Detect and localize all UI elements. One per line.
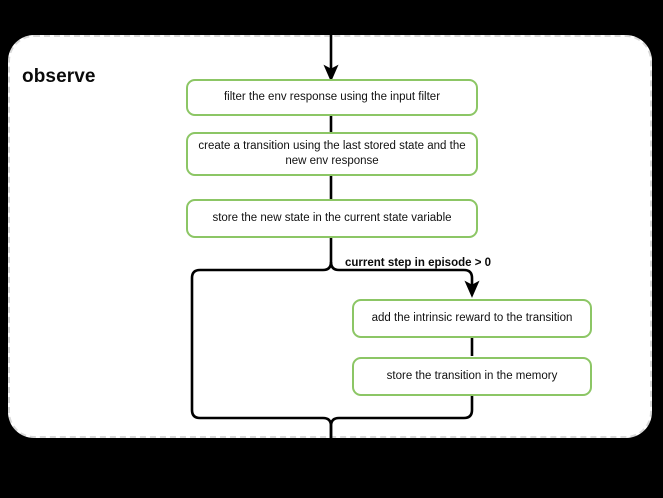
node-add-intrinsic-reward[interactable]: add the intrinsic reward to the transiti…: [352, 299, 592, 338]
node-label: filter the env response using the input …: [223, 90, 441, 103]
edge-label-current-step-condition: current step in episode > 0: [345, 257, 492, 269]
node-store-transition-memory[interactable]: store the transition in the memory: [352, 357, 592, 396]
node-store-new-state[interactable]: store the new state in the current state…: [186, 199, 478, 238]
node-create-transition[interactable]: create a transition using the last store…: [186, 132, 478, 176]
node-label: store the transition in the memory: [386, 369, 558, 382]
node-label: create a transition using the last store…: [198, 139, 466, 167]
edge-n5-to-merge: [329, 396, 474, 446]
node-filter-env-response[interactable]: filter the env response using the input …: [186, 79, 478, 116]
edge-branch-left-bypass: [190, 261, 333, 446]
panel-title: observe: [22, 66, 96, 87]
edge-branch-right-to-n4: [329, 261, 480, 298]
node-label: add the intrinsic reward to the transiti…: [371, 311, 573, 324]
node-label: store the new state in the current state…: [212, 211, 452, 224]
